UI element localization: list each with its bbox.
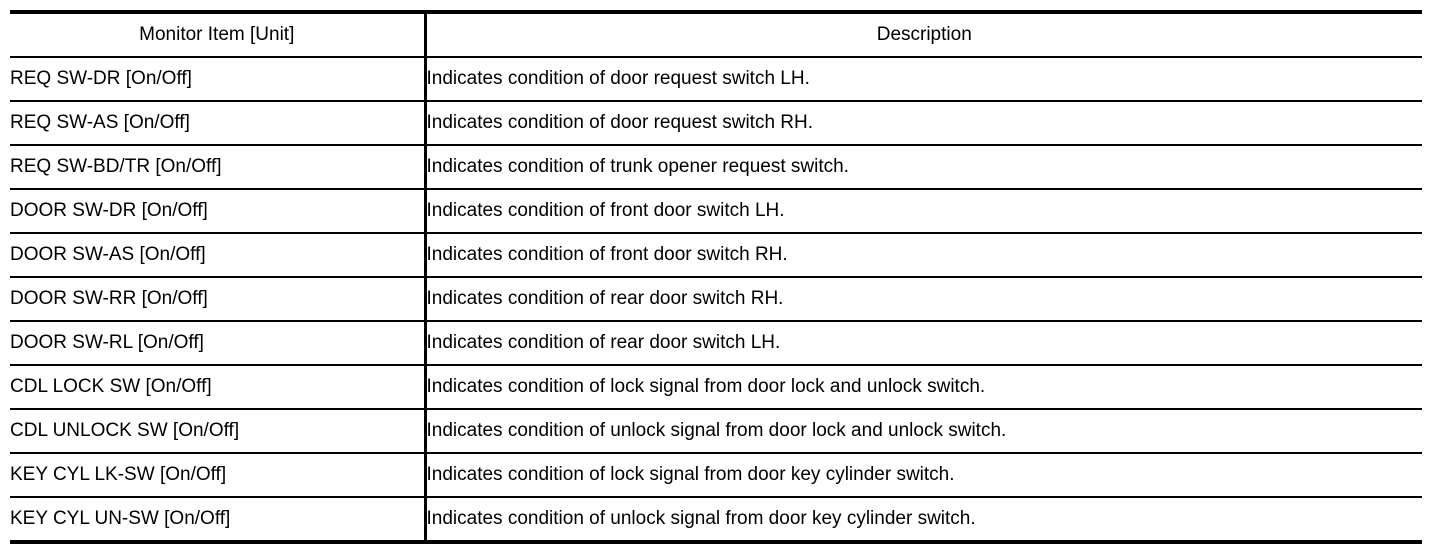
monitor-item-table: Monitor Item [Unit] Description REQ SW-D…: [10, 14, 1422, 540]
table-row: CDL LOCK SW [On/Off] Indicates condition…: [10, 365, 1422, 410]
table-body: REQ SW-DR [On/Off] Indicates condition o…: [10, 57, 1422, 540]
column-header-description: Description: [425, 14, 1422, 58]
table-header: Monitor Item [Unit] Description: [10, 14, 1422, 58]
cell-monitor-item: REQ SW-BD/TR [On/Off]: [10, 145, 427, 190]
cell-description: Indicates condition of unlock signal fro…: [425, 497, 1422, 540]
table-row: REQ SW-DR [On/Off] Indicates condition o…: [10, 57, 1422, 102]
cell-description: Indicates condition of unlock signal fro…: [425, 409, 1422, 454]
table-header-row: Monitor Item [Unit] Description: [10, 14, 1422, 58]
table-row: DOOR SW-RR [On/Off] Indicates condition …: [10, 277, 1422, 322]
cell-monitor-item: KEY CYL LK-SW [On/Off]: [10, 453, 427, 498]
cell-monitor-item: KEY CYL UN-SW [On/Off]: [10, 497, 427, 540]
cell-description: Indicates condition of rear door switch …: [425, 321, 1422, 366]
monitor-item-table-container: Monitor Item [Unit] Description REQ SW-D…: [10, 10, 1422, 544]
cell-description: Indicates condition of lock signal from …: [425, 453, 1422, 498]
cell-monitor-item: CDL UNLOCK SW [On/Off]: [10, 409, 427, 454]
table-row: KEY CYL LK-SW [On/Off] Indicates conditi…: [10, 453, 1422, 498]
cell-description: Indicates condition of door request swit…: [425, 101, 1422, 146]
cell-monitor-item: DOOR SW-RL [On/Off]: [10, 321, 427, 366]
cell-monitor-item: REQ SW-DR [On/Off]: [10, 57, 427, 102]
table-row: REQ SW-BD/TR [On/Off] Indicates conditio…: [10, 145, 1422, 190]
cell-monitor-item: REQ SW-AS [On/Off]: [10, 101, 427, 146]
table-row: DOOR SW-RL [On/Off] Indicates condition …: [10, 321, 1422, 366]
table-row: DOOR SW-DR [On/Off] Indicates condition …: [10, 189, 1422, 234]
cell-description: Indicates condition of rear door switch …: [425, 277, 1422, 322]
table-row: CDL UNLOCK SW [On/Off] Indicates conditi…: [10, 409, 1422, 454]
cell-monitor-item: DOOR SW-DR [On/Off]: [10, 189, 427, 234]
column-header-monitor-item: Monitor Item [Unit]: [10, 14, 427, 58]
cell-description: Indicates condition of front door switch…: [425, 189, 1422, 234]
cell-description: Indicates condition of trunk opener requ…: [425, 145, 1422, 190]
cell-description: Indicates condition of lock signal from …: [425, 365, 1422, 410]
cell-monitor-item: DOOR SW-RR [On/Off]: [10, 277, 427, 322]
cell-description: Indicates condition of front door switch…: [425, 233, 1422, 278]
table-row: REQ SW-AS [On/Off] Indicates condition o…: [10, 101, 1422, 146]
cell-description: Indicates condition of door request swit…: [425, 57, 1422, 102]
table-row: DOOR SW-AS [On/Off] Indicates condition …: [10, 233, 1422, 278]
table-row: KEY CYL UN-SW [On/Off] Indicates conditi…: [10, 497, 1422, 540]
cell-monitor-item: DOOR SW-AS [On/Off]: [10, 233, 427, 278]
cell-monitor-item: CDL LOCK SW [On/Off]: [10, 365, 427, 410]
